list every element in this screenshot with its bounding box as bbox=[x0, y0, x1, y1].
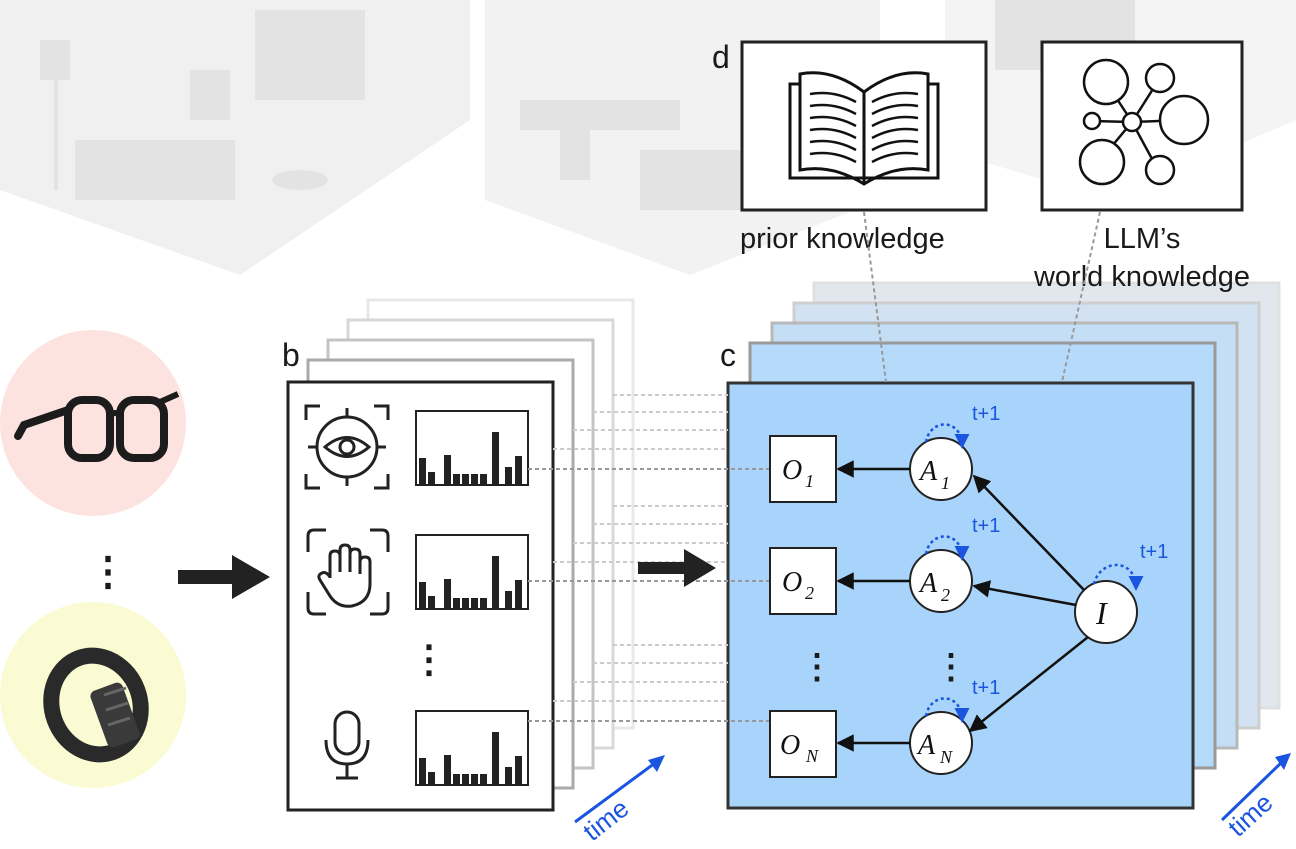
process-arrow bbox=[638, 549, 716, 587]
signal-chart-1 bbox=[415, 410, 529, 486]
svg-text:O: O bbox=[780, 730, 800, 761]
svg-text:1: 1 bbox=[941, 473, 950, 493]
time-label-c: time bbox=[1222, 787, 1279, 842]
svg-text:A: A bbox=[918, 568, 938, 599]
svg-text:1: 1 bbox=[805, 471, 814, 491]
svg-text:O: O bbox=[782, 455, 802, 486]
intent-node: I bbox=[1074, 580, 1138, 644]
action-node-n: A N bbox=[909, 711, 973, 775]
observation-node-n: O N bbox=[769, 710, 837, 778]
observation-node-1: O 1 bbox=[769, 435, 837, 503]
signal-chart-3 bbox=[415, 710, 529, 786]
action-node-1: A 1 bbox=[909, 437, 973, 501]
sensor-ellipsis: ⋮ bbox=[410, 639, 448, 681]
input-arrow bbox=[178, 555, 270, 599]
time-label-b: time bbox=[577, 793, 634, 847]
knowledge-graph-icon bbox=[1078, 58, 1210, 186]
panel-c-letter: c bbox=[720, 337, 736, 373]
panel-b-letter: b bbox=[282, 337, 300, 373]
knowledge-links bbox=[863, 211, 1101, 383]
observation-ellipsis: ⋮ bbox=[800, 648, 834, 686]
glasses-background bbox=[0, 330, 186, 516]
svg-text:2: 2 bbox=[805, 583, 814, 603]
microphone-icon bbox=[324, 710, 370, 780]
temporal-loops bbox=[924, 423, 1144, 723]
intent-step-label: t+1 bbox=[1140, 541, 1168, 563]
action-1-step-label: t+1 bbox=[972, 403, 1000, 425]
action-2-step-label: t+1 bbox=[972, 515, 1000, 537]
svg-text:2: 2 bbox=[941, 585, 950, 605]
svg-text:A: A bbox=[916, 730, 936, 761]
panel-d-letter: d bbox=[712, 39, 730, 75]
eye-target-icon bbox=[304, 404, 390, 490]
svg-text:I: I bbox=[1095, 595, 1108, 631]
prior-knowledge-label: prior knowledge bbox=[740, 223, 945, 255]
device-ellipsis: ⋮ bbox=[88, 550, 128, 594]
observation-node-2: O 2 bbox=[769, 547, 837, 615]
svg-text:O: O bbox=[782, 567, 802, 598]
llm-label-line1: LLM’s bbox=[1104, 223, 1181, 255]
llm-label-line2: world knowledge bbox=[1033, 261, 1250, 293]
smart-glasses-icon bbox=[14, 391, 180, 462]
svg-text:N: N bbox=[805, 746, 819, 766]
action-n-step-label: t+1 bbox=[972, 677, 1000, 699]
smart-glasses-device bbox=[0, 330, 186, 516]
signal-chart-2 bbox=[415, 534, 529, 610]
wristband-icon bbox=[43, 647, 149, 763]
wristband-device bbox=[0, 602, 186, 788]
hand-gesture-icon bbox=[306, 528, 390, 616]
graph-edges bbox=[836, 460, 1089, 752]
action-ellipsis: ⋮ bbox=[934, 648, 968, 686]
svg-text:A: A bbox=[918, 456, 938, 487]
open-book-icon bbox=[788, 71, 940, 186]
action-node-2: A 2 bbox=[909, 549, 973, 613]
time-arrow-c: time bbox=[1220, 753, 1291, 842]
svg-text:N: N bbox=[939, 747, 953, 767]
llm-knowledge-box bbox=[1040, 40, 1244, 212]
